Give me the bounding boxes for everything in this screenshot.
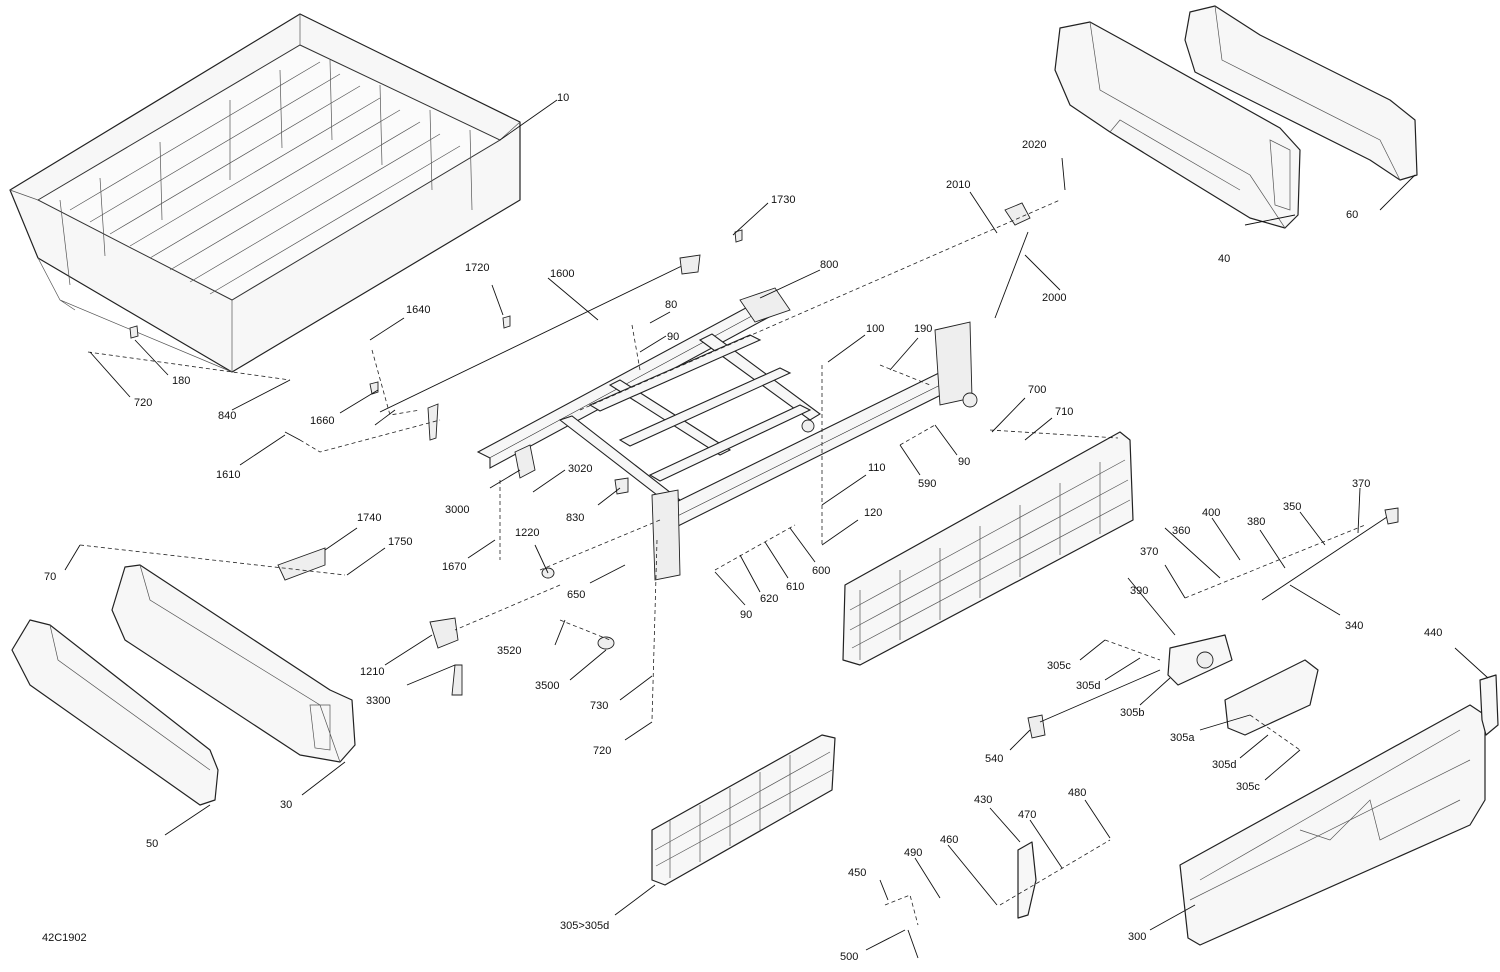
callout-3500: 3500 [535,680,559,692]
callout-610: 610 [786,581,804,593]
callout-1740: 1740 [357,512,381,524]
hinge-430-part [1017,841,1037,919]
callout-1610: 1610 [216,469,240,481]
gas-spring-2000-part [994,202,1031,319]
small-parts [129,229,1399,959]
side-panel-30-part [111,564,356,763]
callout-70: 70 [44,571,56,583]
tailgate-outer-300-part [1179,704,1486,946]
callout-labels: 10 180 720 840 1720 1600 1730 800 80 90 … [42,92,1442,963]
handle-305a-part [1224,659,1319,736]
callout-305-305d: 305>305d [560,920,609,932]
callout-1730: 1730 [771,194,795,206]
tailgate-inner-710-part [842,431,1134,666]
callout-370-a: 370 [1352,478,1370,490]
callout-840: 840 [218,410,236,422]
callout-1750: 1750 [388,536,412,548]
callout-60: 60 [1346,209,1358,221]
callout-3000: 3000 [445,504,469,516]
callout-90-b: 90 [958,456,970,468]
callout-720-bottom: 720 [593,745,611,757]
callout-2010: 2010 [946,179,970,191]
callout-300: 300 [1128,931,1146,943]
cargo-box-part [9,13,521,373]
callout-370-b: 370 [1140,546,1158,558]
drawing-code: 42C1902 [42,932,87,944]
callout-190: 190 [914,323,932,335]
callout-720-top: 720 [134,397,152,409]
callout-500: 500 [840,951,858,963]
assembly-lines [79,199,1366,926]
side-panel-40-part [1054,21,1301,229]
callout-1210: 1210 [360,666,384,678]
callout-2000: 2000 [1042,292,1066,304]
callout-1660: 1660 [310,415,334,427]
callout-1720: 1720 [465,262,489,274]
callout-1670: 1670 [442,561,466,573]
callout-600: 600 [812,565,830,577]
callout-40: 40 [1218,253,1230,265]
callout-650: 650 [567,589,585,601]
callout-590: 590 [918,478,936,490]
callout-110: 110 [868,462,886,474]
callout-305c-a: 305c [1047,660,1071,672]
callout-480: 480 [1068,787,1086,799]
callout-10: 10 [557,92,569,104]
rod-1600-part [374,254,701,441]
callout-450: 450 [848,867,866,879]
callout-305d-a: 305d [1076,680,1100,692]
callout-90-c: 90 [740,609,752,621]
callout-1220: 1220 [515,527,539,539]
tailgate-mesh-305-part [651,734,836,886]
callout-400: 400 [1202,507,1220,519]
callout-350: 350 [1283,501,1301,513]
callout-100: 100 [866,323,884,335]
callout-470: 470 [1018,809,1036,821]
callout-430: 430 [974,794,992,806]
callout-305d-b: 305d [1212,759,1236,771]
callout-305c-b: 305c [1236,781,1260,793]
callout-50: 50 [146,838,158,850]
callout-730: 730 [590,700,608,712]
callout-305b: 305b [1120,707,1144,719]
callout-3020: 3020 [568,463,592,475]
callout-30: 30 [280,799,292,811]
callout-390: 390 [1130,585,1148,597]
callout-1640: 1640 [406,304,430,316]
callout-620: 620 [760,593,778,605]
side-panel-50-part [11,619,219,806]
latch-305b-part [1167,634,1233,686]
callout-490: 490 [904,847,922,859]
callout-800: 800 [820,259,838,271]
callout-440: 440 [1424,627,1442,639]
callout-700: 700 [1028,384,1046,396]
callout-180: 180 [172,375,190,387]
callout-380: 380 [1247,516,1265,528]
bracket-440-part [1479,674,1499,736]
callout-3520: 3520 [497,645,521,657]
leader-lines [64,99,1489,951]
callout-360: 360 [1172,525,1190,537]
callout-90-a: 90 [667,331,679,343]
callout-1600: 1600 [550,268,574,280]
callout-540: 540 [985,753,1003,765]
callout-120: 120 [864,507,882,519]
callout-460: 460 [940,834,958,846]
side-panel-60-part [1184,5,1418,181]
callout-340: 340 [1345,620,1363,632]
callout-710: 710 [1055,406,1073,418]
callout-2020: 2020 [1022,139,1046,151]
frame-part [476,287,978,581]
callout-305a: 305a [1170,732,1195,744]
callout-830: 830 [566,512,584,524]
callout-3300: 3300 [366,695,390,707]
callout-80: 80 [665,299,677,311]
